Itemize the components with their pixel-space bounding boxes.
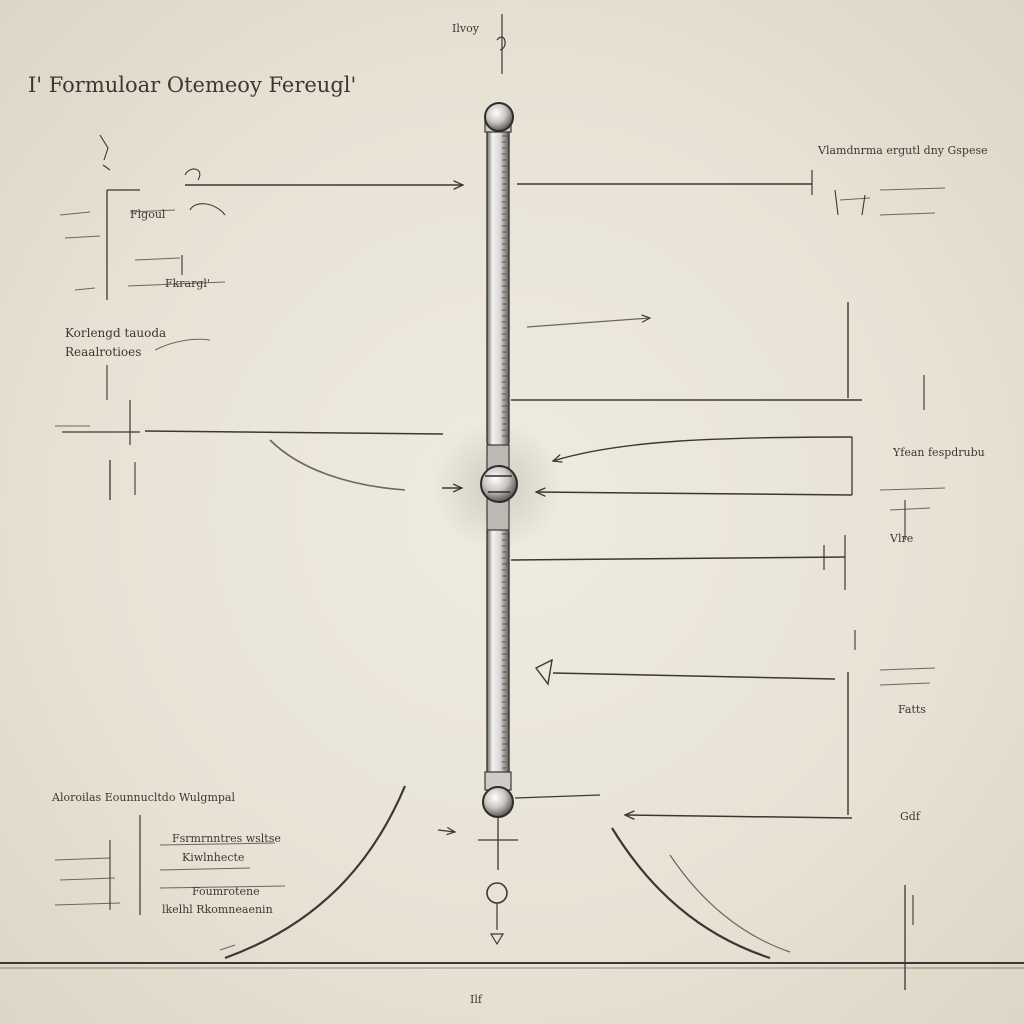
label-left-small-2: Fkrargl' (165, 277, 210, 290)
bottom-pendant (486, 882, 508, 904)
top-knob (484, 102, 514, 132)
label-right-top: Vlamdnrma ergutl dny Gspese (817, 144, 988, 157)
label-right-mid: Yfean fespdrubu (892, 446, 985, 459)
base-curve-right (611, 827, 771, 960)
leader-right-492 (536, 492, 853, 495)
label-right-small-2: Vlre (889, 532, 913, 545)
label-left-mid-1: Korlengd tauoda (65, 326, 166, 340)
base-curve-left (224, 785, 407, 960)
measuring-rod (484, 119, 512, 791)
top-mark: Ilvoy (452, 22, 480, 35)
bottom-knob (482, 786, 514, 818)
base-curve-right-inner (669, 854, 791, 953)
curve-left-mid (269, 439, 406, 491)
arrow-bottom-left (437, 830, 455, 832)
left-annotation-cluster-top (59, 134, 226, 300)
curve-right-mid (553, 436, 853, 461)
label-right-small-1: Fatts (898, 703, 926, 716)
label-left-small-1: Flgoul (130, 208, 166, 221)
label-bottom-left-head: Aloroilas Eounnucltdo Wulgmpal (51, 791, 235, 804)
rod-lower-scale (502, 533, 509, 775)
leader-right-558 (510, 556, 846, 561)
left-annotation-cluster-mid (55, 338, 211, 500)
rod-upper-tube (486, 127, 510, 447)
diagram-title: I' Formuloar Otemeoy Fereugl' (28, 73, 356, 97)
leader-right-815 (625, 815, 853, 818)
base-curve-left-tick (219, 944, 236, 951)
label-bottom-left-4: lkelhl Rkomneaenin (162, 903, 273, 916)
leader-left-431 (144, 430, 444, 435)
rod-upper-scale (502, 135, 509, 437)
label-bottom-left-3: Foumrotene (192, 885, 260, 898)
leader-mid-right-upper (526, 318, 650, 328)
label-right-small-3: Gdf (900, 810, 921, 823)
bottom-pointer (489, 903, 505, 946)
bottom-mark: Ilf (470, 993, 483, 1006)
right-annotation-cluster-top (811, 170, 946, 990)
center-joint (480, 444, 518, 531)
label-left-mid-2: Reaalrotioes (65, 345, 141, 359)
bottom-left-annotation-cluster (54, 815, 286, 915)
joint-knob (480, 465, 518, 503)
top-sketch-mark (496, 14, 506, 74)
label-bottom-left-2: Kiwlnhecte (182, 851, 244, 864)
leader-right-675 (552, 672, 836, 680)
triangle-marker-675 (534, 658, 553, 686)
label-bottom-left-1: Fsrmrnntres wsltse (172, 832, 281, 845)
joint-clamp (485, 475, 512, 493)
leader-bottom-joint (514, 794, 601, 799)
